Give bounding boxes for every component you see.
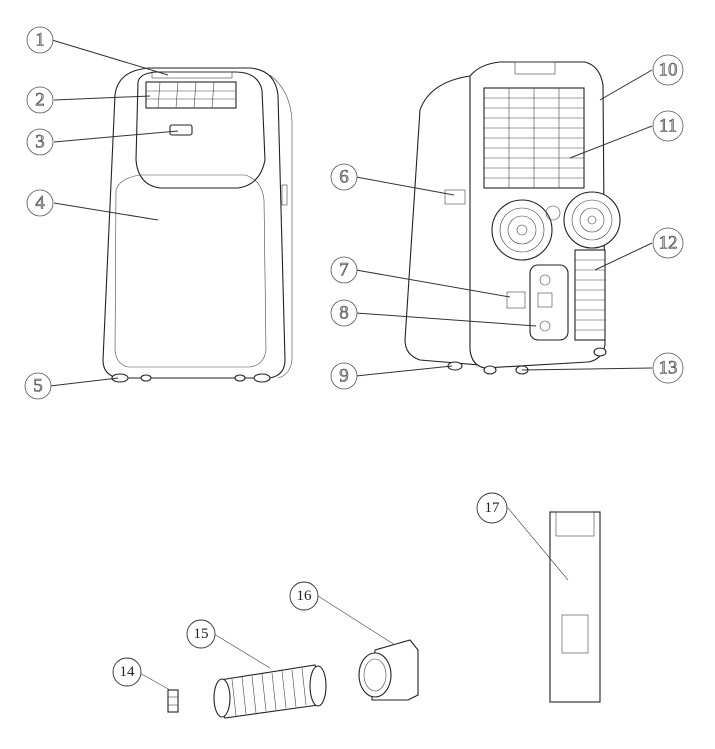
callout-13: 13 <box>652 352 684 384</box>
rear-fan-right <box>563 191 621 249</box>
leader-lines <box>49 39 653 691</box>
svg-text:4: 4 <box>35 193 45 214</box>
callout-12: 12 <box>652 227 684 259</box>
casters <box>111 373 271 383</box>
part-16-window-adaptor <box>358 639 419 701</box>
svg-text:8: 8 <box>339 303 349 324</box>
callout-8: 8 <box>330 299 358 327</box>
svg-text:7: 7 <box>339 260 349 281</box>
rear-view-unit <box>404 61 621 375</box>
callout-11: 11 <box>652 110 684 142</box>
callout-3: 3 <box>26 128 54 156</box>
part-14-adaptor <box>167 689 179 713</box>
svg-text:10: 10 <box>659 60 678 81</box>
svg-text:12: 12 <box>659 233 678 254</box>
svg-text:5: 5 <box>33 376 43 397</box>
rear-fan-left <box>491 199 553 261</box>
svg-text:13: 13 <box>659 358 678 379</box>
callout-4: 4 <box>26 189 54 217</box>
rear-side-grille <box>574 249 606 341</box>
svg-text:3: 3 <box>35 132 45 153</box>
svg-text:1: 1 <box>35 30 45 51</box>
display-panel <box>169 124 193 136</box>
part-15-exhaust-hose <box>213 664 327 719</box>
callout-10: 10 <box>652 54 684 86</box>
callout-16: 16 <box>289 581 319 611</box>
callout-9: 9 <box>330 362 358 390</box>
svg-text:16: 16 <box>297 588 313 604</box>
svg-text:17: 17 <box>485 500 501 516</box>
front-vent <box>145 81 237 109</box>
callout-7: 7 <box>330 256 358 284</box>
callout-6: 6 <box>330 163 358 191</box>
rear-filter-grille <box>483 87 585 189</box>
svg-text:9: 9 <box>339 366 349 387</box>
svg-text:2: 2 <box>35 90 45 111</box>
front-view-unit <box>102 67 293 383</box>
svg-text:6: 6 <box>339 167 349 188</box>
callout-15: 15 <box>186 619 216 649</box>
callout-1: 1 <box>26 26 54 54</box>
part-17-window-kit <box>549 511 601 703</box>
callout-2: 2 <box>26 86 54 114</box>
svg-text:15: 15 <box>194 626 209 642</box>
callout-14: 14 <box>112 657 142 687</box>
svg-text:14: 14 <box>120 664 136 680</box>
svg-text:11: 11 <box>659 116 677 137</box>
callout-17: 17 <box>476 492 508 524</box>
callout-5: 5 <box>24 372 52 400</box>
